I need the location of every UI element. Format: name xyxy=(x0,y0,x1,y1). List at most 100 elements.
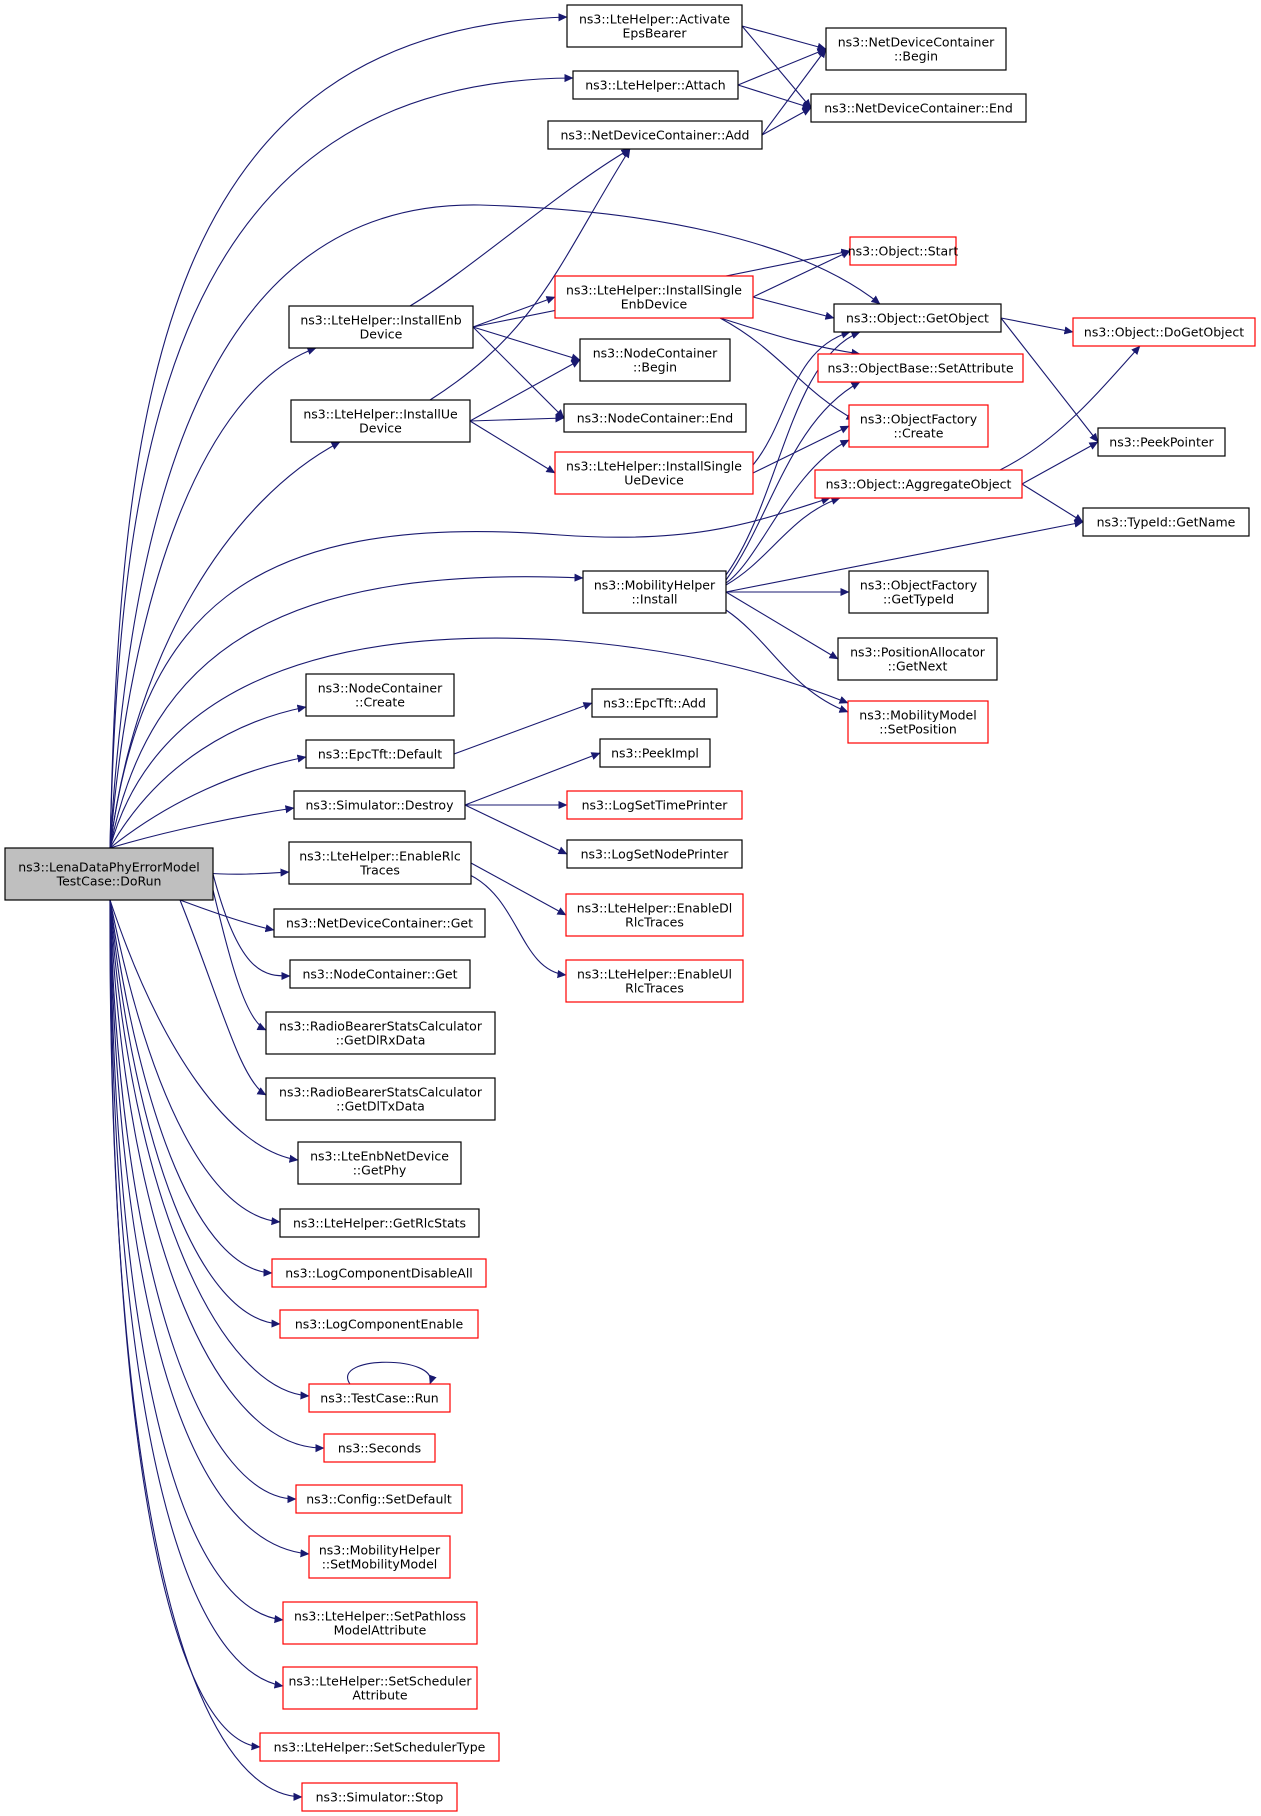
node-log-disable-all[interactable]: ns3::LogComponentDisableAll xyxy=(271,1258,487,1288)
edge-root-to-sim_stop xyxy=(109,899,303,1801)
node-label-line: ns3::LogSetNodePrinter xyxy=(581,847,730,862)
node-config-setdefault[interactable]: ns3::Config::SetDefault xyxy=(295,1484,463,1514)
edge-get_object-to-peek_pointer xyxy=(1000,317,1099,443)
node-set-attribute[interactable]: ns3::ObjectBase::SetAttribute xyxy=(817,353,1024,383)
node-enb-getphy[interactable]: ns3::LteEnbNetDevice::GetPhy xyxy=(297,1141,462,1185)
node-box xyxy=(297,1141,462,1185)
node-sim-destroy[interactable]: ns3::Simulator::Destroy xyxy=(293,790,466,820)
node-nc-create[interactable]: ns3::NodeContainer::Create xyxy=(305,673,455,717)
node-nc-get[interactable]: ns3::NodeContainer::Get xyxy=(289,959,471,989)
edge-root-to-mm_setposition xyxy=(109,637,849,849)
node-box xyxy=(271,1258,487,1288)
node-box xyxy=(1072,317,1256,347)
node-rb-dltx[interactable]: ns3::RadioBearerStatsCalculator::GetDlTx… xyxy=(265,1077,496,1121)
edge-install_ue-to-nc_end xyxy=(469,414,565,423)
node-epctft-add[interactable]: ns3::EpcTft::Add xyxy=(591,688,718,718)
edge-root-to-rb_dlrx xyxy=(212,889,267,1031)
node-label-line: Traces xyxy=(359,863,400,878)
node-pos-getnext[interactable]: ns3::PositionAllocator::GetNext xyxy=(837,637,998,681)
node-peek-impl[interactable]: ns3::PeekImpl xyxy=(599,738,711,768)
node-nc-end[interactable]: ns3::NodeContainer::End xyxy=(563,403,747,433)
node-box xyxy=(848,404,989,448)
edge-root-to-install_ue xyxy=(109,441,341,849)
node-box xyxy=(825,27,1007,71)
node-set-mobility-model[interactable]: ns3::MobilityHelper::SetMobilityModel xyxy=(308,1535,451,1579)
edge-install_enb-to-nc_end xyxy=(472,326,565,419)
node-box xyxy=(814,469,1023,499)
node-box xyxy=(295,1484,463,1514)
node-factory-gettypeid[interactable]: ns3::ObjectFactory::GetTypeId xyxy=(848,570,989,614)
node-mobility-install[interactable]: ns3::MobilityHelper::Install xyxy=(582,570,727,614)
node-log-node-printer[interactable]: ns3::LogSetNodePrinter xyxy=(566,839,743,869)
node-box xyxy=(259,1732,500,1762)
node-label-line: ns3::LteHelper::SetPathloss xyxy=(294,1609,466,1624)
node-box xyxy=(288,305,474,349)
node-log-time-printer[interactable]: ns3::LogSetTimePrinter xyxy=(566,790,743,820)
node-mm-setposition[interactable]: ns3::MobilityModel::SetPosition xyxy=(847,700,989,744)
node-box xyxy=(323,1433,436,1463)
node-ndc-get[interactable]: ns3::NetDeviceContainer::Get xyxy=(273,908,486,938)
node-label-line: ns3::NetDeviceContainer::Get xyxy=(286,916,473,931)
node-label-line: Attribute xyxy=(352,1688,408,1703)
node-label-line: ns3::MobilityModel xyxy=(859,708,976,723)
edge-sim_destroy-to-peek_impl xyxy=(464,752,601,806)
node-label-line: ns3::NodeContainer::Get xyxy=(303,967,458,982)
node-sim-stop[interactable]: ns3::Simulator::Stop xyxy=(301,1782,458,1812)
node-label-line: Device xyxy=(360,327,403,342)
node-label-line: ns3::LteHelper::InstallEnb xyxy=(300,313,461,328)
node-box xyxy=(565,893,744,937)
node-label-line: ns3::LogSetTimePrinter xyxy=(582,798,729,813)
node-testcase-run[interactable]: ns3::TestCase::Run xyxy=(308,1383,451,1413)
node-box xyxy=(563,403,747,433)
node-box xyxy=(566,4,743,48)
node-ndc-end[interactable]: ns3::NetDeviceContainer::End xyxy=(810,93,1027,123)
node-do-get-object[interactable]: ns3::Object::DoGetObject xyxy=(1072,317,1256,347)
node-label-line: ns3::LogComponentDisableAll xyxy=(285,1266,473,1281)
edge-root-to-set_sched_attr xyxy=(109,899,284,1689)
edge-mobility_install-to-aggregate xyxy=(725,496,841,586)
node-box xyxy=(273,908,486,938)
node-obj-start[interactable]: ns3::Object::Start xyxy=(848,236,959,266)
node-set-pathloss[interactable]: ns3::LteHelper::SetPathlossModelAttribut… xyxy=(282,1601,478,1645)
node-peek-pointer[interactable]: ns3::PeekPointer xyxy=(1097,427,1226,457)
node-nc-begin[interactable]: ns3::NodeContainer::Begin xyxy=(579,338,731,382)
node-label-line: ns3::LteEnbNetDevice xyxy=(310,1149,449,1164)
node-get-rlc-stats[interactable]: ns3::LteHelper::GetRlcStats xyxy=(279,1208,480,1238)
node-box xyxy=(308,1383,451,1413)
node-get-object[interactable]: ns3::Object::GetObject xyxy=(833,303,1002,333)
node-ndc-begin[interactable]: ns3::NetDeviceContainer::Begin xyxy=(825,27,1007,71)
edge-activate-to-ndc_end xyxy=(741,25,812,109)
edge-mobility_install-to-pos_getnext xyxy=(725,591,839,660)
node-attach[interactable]: ns3::LteHelper::Attach xyxy=(572,70,739,100)
node-box xyxy=(301,1782,458,1812)
node-factory-create[interactable]: ns3::ObjectFactory::Create xyxy=(848,404,989,448)
node-ndc-add[interactable]: ns3::NetDeviceContainer::Add xyxy=(547,120,763,150)
node-label-line: ns3::LteHelper::Attach xyxy=(585,78,726,93)
node-log-enable[interactable]: ns3::LogComponentEnable xyxy=(279,1309,479,1339)
node-aggregate[interactable]: ns3::Object::AggregateObject xyxy=(814,469,1023,499)
edge-root-to-get_rlc_stats xyxy=(109,899,281,1226)
node-label-line: ns3::LogComponentEnable xyxy=(295,1317,464,1332)
node-label-line: ::Create xyxy=(355,695,405,710)
node-box xyxy=(305,739,455,769)
node-box xyxy=(288,841,472,885)
node-label-line: ns3::Simulator::Stop xyxy=(316,1790,444,1805)
edge-get_object-to-do_get_object xyxy=(1000,317,1074,335)
node-epctft-default[interactable]: ns3::EpcTft::Default xyxy=(305,739,455,769)
edge-enable_rlc-to-enable_ul_rlc xyxy=(469,874,567,979)
node-rb-dlrx[interactable]: ns3::RadioBearerStatsCalculator::GetDlRx… xyxy=(265,1011,496,1055)
node-box xyxy=(582,570,727,614)
node-typeid-getname[interactable]: ns3::TypeId::GetName xyxy=(1082,507,1250,537)
node-seconds[interactable]: ns3::Seconds xyxy=(323,1433,436,1463)
node-label-line: ns3::NetDeviceContainer::End xyxy=(824,101,1013,116)
node-set-sched-type[interactable]: ns3::LteHelper::SetSchedulerType xyxy=(259,1732,500,1762)
